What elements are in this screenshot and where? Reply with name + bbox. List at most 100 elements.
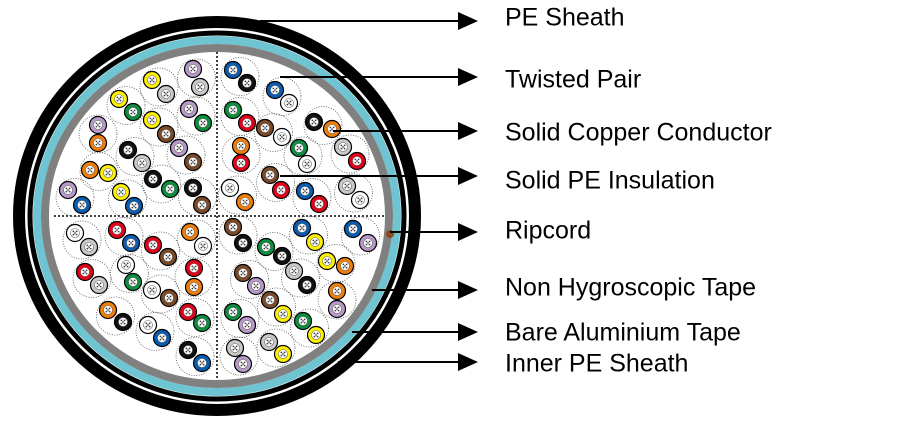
twisted-pair [166,135,206,175]
wire-brown [156,124,176,144]
twisted-pair [281,258,320,298]
pair-boundary [176,96,216,136]
pair-boundary [177,58,216,98]
twisted-pair [230,260,269,299]
twisted-pair [219,336,259,376]
pair-boundary [135,312,175,351]
wire-green [123,272,143,292]
wire-orange [322,119,342,139]
wire-purple [237,315,257,335]
twisted-pair [303,106,343,145]
pair-boundary [178,177,217,216]
twisted-pair [78,114,118,154]
twisted-pair [175,337,215,376]
wire-green [123,102,143,122]
wire-black [113,312,133,332]
arrow-icon [458,323,478,341]
twisted-pair [72,259,112,298]
wire-red [178,302,198,322]
pair-boundary [262,77,302,116]
twisted-pair [139,107,179,147]
pair-boundary [221,135,261,174]
twisted-pair [292,178,332,217]
twisted-pair [142,164,181,204]
wire-blue [192,353,212,373]
arrow-icon [458,353,478,371]
pair-boundary [220,57,260,96]
wire-black [304,112,324,132]
pair-boundary [334,173,373,213]
arrow-icon [458,167,478,185]
wire-gray [156,84,176,104]
wire-blue [152,328,172,348]
aluminium-tape-ring [33,36,401,396]
pair-boundary [290,308,329,348]
wire-blue [121,233,141,253]
twisted-pair [254,113,293,152]
wire-yellow [109,89,129,109]
wire-green [293,311,313,331]
pair-boundary [108,179,147,219]
pair-boundary [139,107,179,147]
wire-purple [358,233,378,253]
label-non-hygroscopic-tape: Non Hygroscopic Tape [505,273,757,302]
label-ripcord: Ripcord [505,216,592,245]
twisted-pair [290,308,329,348]
wire-green [160,179,180,199]
wire-brown [223,217,243,237]
twisted-pair [218,215,258,255]
wire-purple [246,276,266,296]
wire-purple [88,115,108,135]
wire-purple [183,59,203,79]
pair-boundary [110,254,149,293]
label-twisted-pair: Twisted Pair [505,65,642,94]
wire-yellow [98,163,118,183]
pair-boundary [177,219,216,259]
wire-red [184,258,204,278]
wire-red [75,262,95,282]
wire-orange [335,256,355,276]
pair-boundary [166,135,206,175]
wire-green [256,237,276,257]
twisted-pair [220,299,260,338]
arrow-icon [458,223,478,241]
wire-black [272,246,292,266]
twisted-pair [177,58,216,98]
wire-orange [184,277,204,297]
wire-blue [72,195,92,215]
pair-boundary [256,328,296,368]
twisted-pair [176,96,216,136]
wire-white [220,178,240,198]
arrow-icon [458,122,478,140]
twisted-pair [283,136,323,176]
arrow-icon [458,68,478,86]
wire-yellow [142,70,162,90]
twisted-pair [317,280,357,320]
wire-green [193,113,213,133]
wire-orange [98,300,118,320]
twisted-pair [62,220,102,260]
twisted-pair [104,217,144,256]
wire-purple [58,180,78,200]
pair-boundary [281,258,320,298]
twisted-pair [135,312,175,351]
twisted-pair [141,231,180,271]
pair-boundary [104,217,144,256]
wire-blue [265,80,285,100]
pair-boundary [78,114,118,154]
pair-boundary [292,178,332,217]
twisted-pair [175,298,215,337]
wire-red [309,194,329,214]
pair-boundary [341,216,380,256]
twisted-pair [139,67,179,107]
wire-gray [79,237,99,257]
pair-boundary [79,152,119,191]
wire-orange [327,281,347,301]
twisted-pair [334,173,373,213]
wire-yellow [305,232,325,252]
twisted-pair [174,258,214,297]
leader-lines [260,12,478,371]
twisted-pair [178,177,217,216]
twisted-pair [220,57,260,96]
